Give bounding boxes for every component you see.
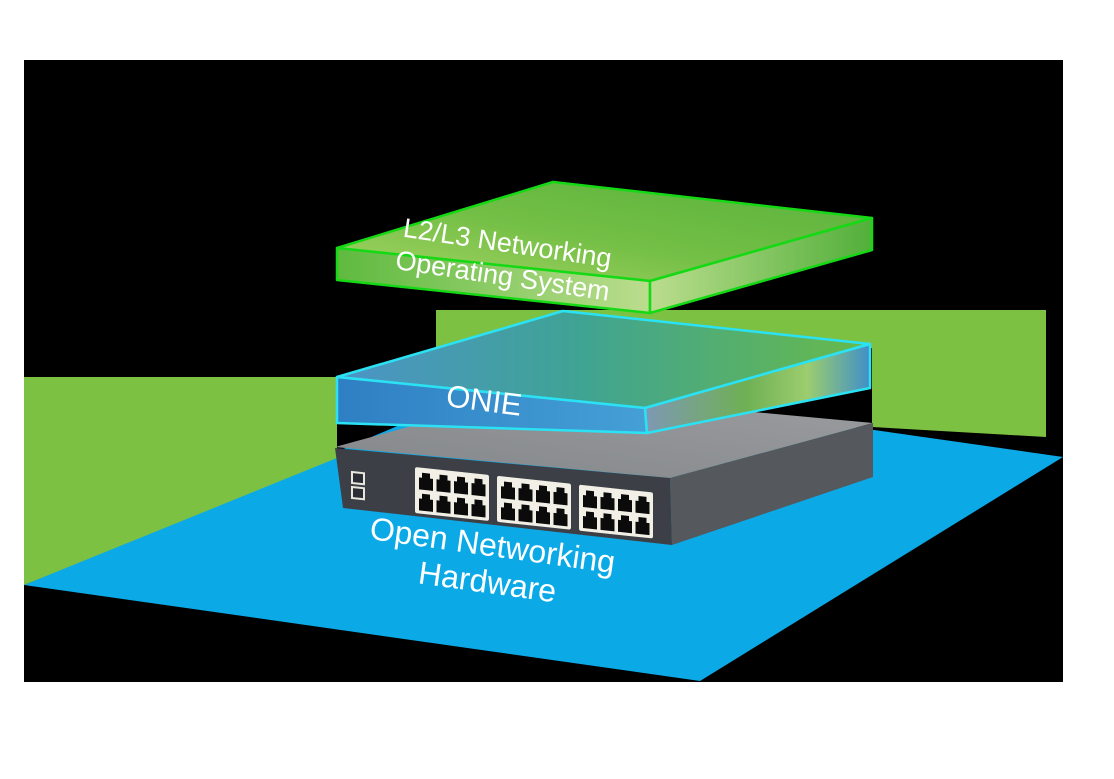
rj45-port (635, 495, 650, 515)
rj45-port (553, 487, 568, 506)
onie-slab-front-right-face (643, 342, 872, 435)
rj45-port (518, 483, 533, 502)
port-panel (497, 476, 571, 530)
status-led-block (351, 470, 365, 501)
rj45-port (618, 515, 632, 534)
rj45-port (583, 511, 597, 530)
rj45-port (471, 478, 486, 497)
ethernet-port-group (497, 476, 571, 530)
rj45-port (635, 516, 650, 536)
rj45-port (583, 490, 597, 509)
rj45-port (501, 502, 515, 521)
rj45-port (536, 506, 550, 525)
rj45-port (471, 499, 486, 518)
rj45-port (600, 492, 615, 511)
port-panel (579, 484, 653, 539)
rj45-port (436, 474, 451, 493)
rj45-port (618, 494, 632, 513)
rj45-port (536, 485, 550, 504)
ethernet-port-group (579, 484, 653, 539)
nos-slab-front-right-face (648, 216, 874, 315)
rj45-port (419, 493, 433, 512)
rj45-port (454, 497, 468, 516)
rj45-port (553, 508, 568, 527)
ethernet-port-group (415, 467, 489, 521)
rj45-port (436, 495, 451, 514)
rj45-port (454, 476, 468, 495)
green-band-shape (24, 310, 1046, 585)
status-led (351, 485, 365, 501)
status-led (351, 470, 365, 486)
port-panel (415, 467, 489, 521)
rj45-port (501, 481, 515, 500)
rj45-port (600, 513, 615, 532)
nos-layer-slab (335, 180, 874, 315)
rj45-port (419, 472, 433, 491)
ethernet-port-groups (415, 467, 653, 539)
onie-layer-slab (335, 309, 872, 435)
rj45-port (518, 504, 533, 523)
switch-right-face (670, 423, 873, 545)
